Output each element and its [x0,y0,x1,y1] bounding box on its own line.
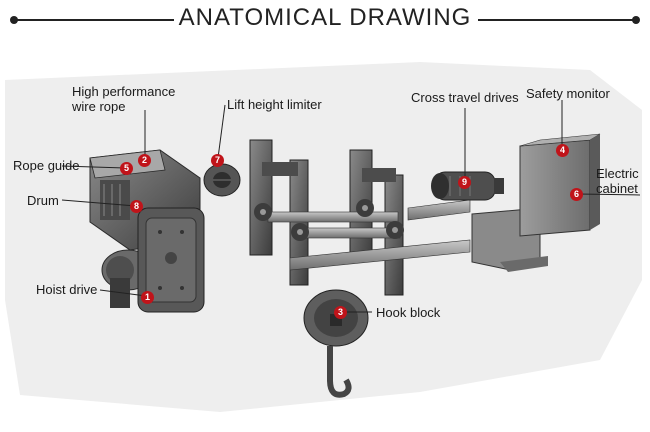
leader-electric-cabinet [577,193,641,196]
leader-lift-limiter [217,104,226,159]
badge-hook-block: 3 [334,306,347,319]
label-electric-cabinet-line2: cabinet [596,181,638,196]
badge-cross-travel: 9 [458,176,471,189]
label-rope-guide: Rope guide [13,158,80,173]
leader-lines [61,100,641,313]
badge-rope-guide: 5 [120,162,133,175]
label-drum: Drum [27,193,59,208]
label-cross-travel: Cross travel drives [411,90,519,105]
electric-cabinet-part [519,133,601,237]
badge-hoist-drive: 1 [141,291,154,304]
title-right-dot [632,16,640,24]
badge-lift-limiter: 7 [211,154,224,167]
leader-drum [61,199,137,207]
label-lift-limiter: Lift height limiter [227,97,322,112]
trolley-frame [249,139,548,296]
label-hoist-drive: Hoist drive [36,282,98,297]
leader-hoist-drive [99,289,147,297]
lift-limiter-part [203,163,241,197]
badge-safety-monitor: 4 [556,144,569,157]
label-wire-rope-line1: High performance [72,84,176,99]
label-hook-block: Hook block [376,305,441,320]
badge-electric-cabinet: 6 [570,188,583,201]
label-safety-monitor: Safety monitor [526,86,610,101]
leader-rope-guide [61,165,126,169]
hoist-unit [89,149,205,313]
badge-wire-rope: 2 [138,154,151,167]
page-title: ANATOMICAL DRAWING [178,4,472,31]
badge-drum: 8 [130,200,143,213]
label-wire-rope-line2: wire rope [72,99,126,114]
label-electric-cabinet: Electric cabinet [596,166,639,196]
title-bar: ANATOMICAL DRAWING [0,4,650,32]
label-wire-rope: High performance wire rope [72,84,175,114]
title-right-rule [478,19,636,21]
title-left-rule [14,19,174,21]
label-electric-cabinet-line1: Electric [596,166,639,181]
